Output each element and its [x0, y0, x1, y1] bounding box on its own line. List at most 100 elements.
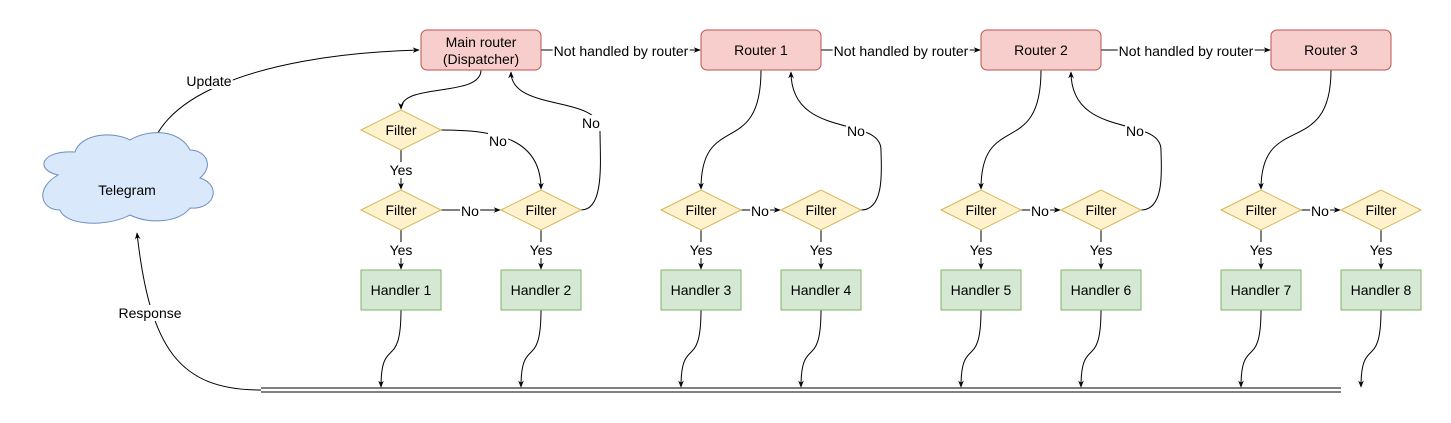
not-handled-label: Not handled by router — [834, 43, 969, 59]
label-background — [552, 43, 690, 59]
label-background — [968, 242, 994, 258]
yes-label: Yes — [390, 162, 413, 178]
filter-node: Filter — [1059, 189, 1143, 231]
label-background — [1248, 242, 1274, 258]
filter-diamond — [499, 189, 583, 231]
handler-box — [660, 269, 742, 311]
filter-node: Filter — [939, 189, 1023, 231]
router-label: Main router — [446, 34, 517, 50]
router-box — [700, 29, 822, 71]
handler-box — [1220, 269, 1302, 311]
handler-label: Handler 6 — [1071, 282, 1132, 298]
router-label: Router 3 — [1304, 42, 1358, 58]
handler-label: Handler 4 — [791, 282, 852, 298]
handler-to-bus-edge — [1238, 309, 1262, 388]
filter-diamond — [1059, 189, 1143, 231]
handler-node: Handler 4 — [780, 269, 862, 311]
handler-label: Handler 5 — [951, 282, 1012, 298]
update-label: Update — [186, 73, 231, 89]
no-label: No — [1126, 123, 1144, 139]
no-label: No — [461, 203, 479, 219]
handler-to-bus-edge — [1358, 309, 1382, 388]
handler-node: Handler 8 — [1340, 269, 1422, 311]
filter-diamond — [939, 189, 1023, 231]
filter-label: Filter — [385, 202, 416, 218]
handler-box — [360, 269, 442, 311]
label-background — [1088, 242, 1114, 258]
no-label: No — [751, 203, 769, 219]
router-node: Router 2 — [980, 29, 1102, 71]
handler-label: Handler 2 — [511, 282, 572, 298]
handler-box — [940, 269, 1022, 311]
label-background — [808, 242, 834, 258]
filter-node: Filter — [659, 189, 743, 231]
handler-to-bus-edge — [958, 309, 982, 388]
yes-label: Yes — [530, 242, 553, 258]
telegram-cloud: Telegram — [42, 132, 214, 224]
no-label: No — [847, 123, 865, 139]
filter-diamond — [359, 189, 443, 231]
no-edge — [440, 129, 544, 190]
filter-label: Filter — [1245, 202, 1276, 218]
handler-node: Handler 7 — [1220, 269, 1302, 311]
filter-node: Filter — [779, 189, 863, 231]
filter-label: Filter — [1085, 202, 1116, 218]
not-handled-label: Not handled by router — [554, 43, 689, 59]
filter-label: Filter — [525, 202, 556, 218]
label-background — [1368, 242, 1394, 258]
router-to-filter-edge — [398, 69, 482, 110]
yes-label: Yes — [970, 242, 993, 258]
filter-label: Filter — [685, 202, 716, 218]
filter-node: Filter — [359, 109, 443, 151]
yes-label: Yes — [810, 242, 833, 258]
label-background — [1030, 203, 1051, 219]
handler-node: Handler 2 — [500, 269, 582, 311]
filter-label: Filter — [805, 202, 836, 218]
label-background — [581, 115, 602, 131]
label-background — [1310, 203, 1331, 219]
filter-diamond — [779, 189, 863, 231]
no-label: No — [489, 133, 507, 149]
cloud-shape — [42, 132, 214, 224]
filter-diamond — [359, 109, 443, 151]
yes-label: Yes — [1370, 242, 1393, 258]
response-label: Response — [118, 305, 181, 321]
cloud-label: Telegram — [98, 182, 156, 198]
label-background — [750, 203, 771, 219]
handler-node: Handler 1 — [360, 269, 442, 311]
handler-box — [1340, 269, 1422, 311]
no-back-edge — [1068, 71, 1162, 211]
label-background — [460, 203, 481, 219]
handler-node: Handler 3 — [660, 269, 742, 311]
filter-node: Filter — [1219, 189, 1303, 231]
main-router-node: Main router(Dispatcher) — [420, 29, 542, 71]
yes-label: Yes — [1250, 242, 1273, 258]
router-node: Router 1 — [700, 29, 822, 71]
handler-label: Handler 1 — [371, 282, 432, 298]
label-background — [488, 133, 509, 149]
yes-label: Yes — [1090, 242, 1113, 258]
router-sublabel: (Dispatcher) — [443, 51, 519, 67]
router-node: Router 3 — [1270, 29, 1392, 71]
label-background — [185, 73, 233, 89]
filter-diamond — [1339, 189, 1423, 231]
handler-label: Handler 8 — [1351, 282, 1412, 298]
filter-label: Filter — [1365, 202, 1396, 218]
no-label: No — [1031, 203, 1049, 219]
filter-node: Filter — [499, 189, 583, 231]
label-background — [388, 242, 414, 258]
filter-label: Filter — [965, 202, 996, 218]
router-to-filter-edge — [978, 69, 1042, 190]
handler-to-bus-edge — [518, 309, 542, 388]
filter-diamond — [659, 189, 743, 231]
handler-to-bus-edge — [678, 309, 702, 388]
label-background — [832, 43, 970, 59]
router-to-filter-edge — [1258, 69, 1332, 190]
handler-label: Handler 3 — [671, 282, 732, 298]
filter-node: Filter — [359, 189, 443, 231]
label-background — [1117, 43, 1255, 59]
label-background — [688, 242, 714, 258]
label-background — [1125, 123, 1146, 139]
filter-label: Filter — [385, 122, 416, 138]
